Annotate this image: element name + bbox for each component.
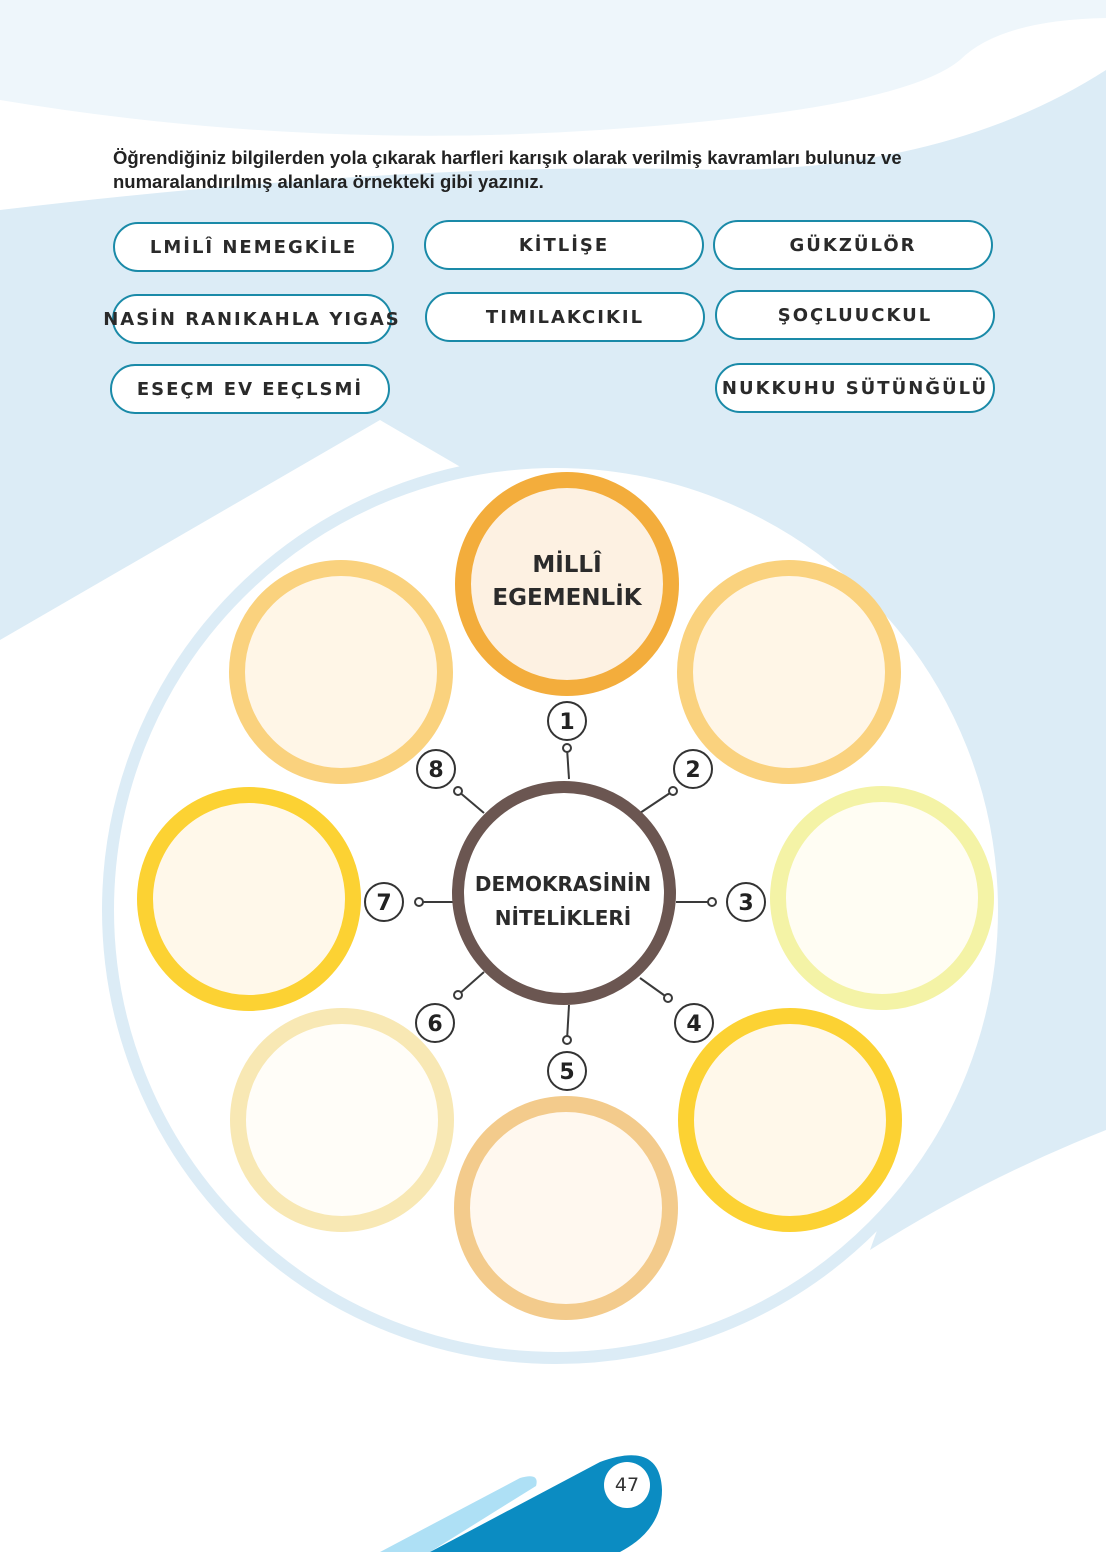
answer-circle-4[interactable] xyxy=(678,1008,902,1232)
scrambled-word-box: KİTLİŞE xyxy=(424,220,704,270)
number-badge-2: 2 xyxy=(685,758,700,783)
number-badge-4: 4 xyxy=(686,1012,701,1037)
number-badge-7: 7 xyxy=(376,891,391,916)
scrambled-word-box: LMİLÎ NEMEGKİLE xyxy=(113,222,394,272)
central-concept-line1: DEMOKRASİNİN xyxy=(475,872,651,896)
connectors xyxy=(414,743,717,1045)
number-badge-1: 1 xyxy=(559,710,574,735)
number-badges xyxy=(364,701,766,1091)
answer-circle-5[interactable] xyxy=(454,1096,678,1320)
example-text-line2: EGEMENLİK xyxy=(492,583,642,611)
scrambled-word-box: TIMILAKCIKIL xyxy=(425,292,705,342)
answer-circle-8[interactable] xyxy=(229,560,453,784)
central-concept-line2: NİTELİKLERİ xyxy=(495,906,631,930)
scrambled-word-box: ESEÇM EV EEÇLSMİ xyxy=(110,364,390,414)
central-concept-circle xyxy=(452,781,676,1005)
answer-circle-7[interactable] xyxy=(137,787,361,1011)
number-badge-6: 6 xyxy=(427,1012,442,1037)
page-number: 47 xyxy=(604,1462,650,1508)
number-badge-3: 3 xyxy=(738,891,753,916)
example-text-line1: MİLLÎ xyxy=(532,550,602,578)
number-badge-5: 5 xyxy=(559,1060,574,1085)
number-badge-8: 8 xyxy=(428,758,443,783)
answer-circle-3[interactable] xyxy=(770,786,994,1010)
answer-circle-1[interactable] xyxy=(455,472,679,696)
answer-circle-2[interactable] xyxy=(677,560,901,784)
scrambled-word-box: NASİN RANIKAHLA YIGAS xyxy=(103,294,399,344)
scrambled-word-box: GÜKZÜLÖR xyxy=(713,220,993,270)
scrambled-word-box: ŞOÇLUUCKUL xyxy=(715,290,995,340)
instruction-text: Öğrendiğiniz bilgilerden yola çıkarak ha… xyxy=(113,147,902,192)
scrambled-word-box: NUKKUHU SÜTÜNĞÜLÜ xyxy=(715,363,995,413)
answer-circle-6[interactable] xyxy=(230,1008,454,1232)
